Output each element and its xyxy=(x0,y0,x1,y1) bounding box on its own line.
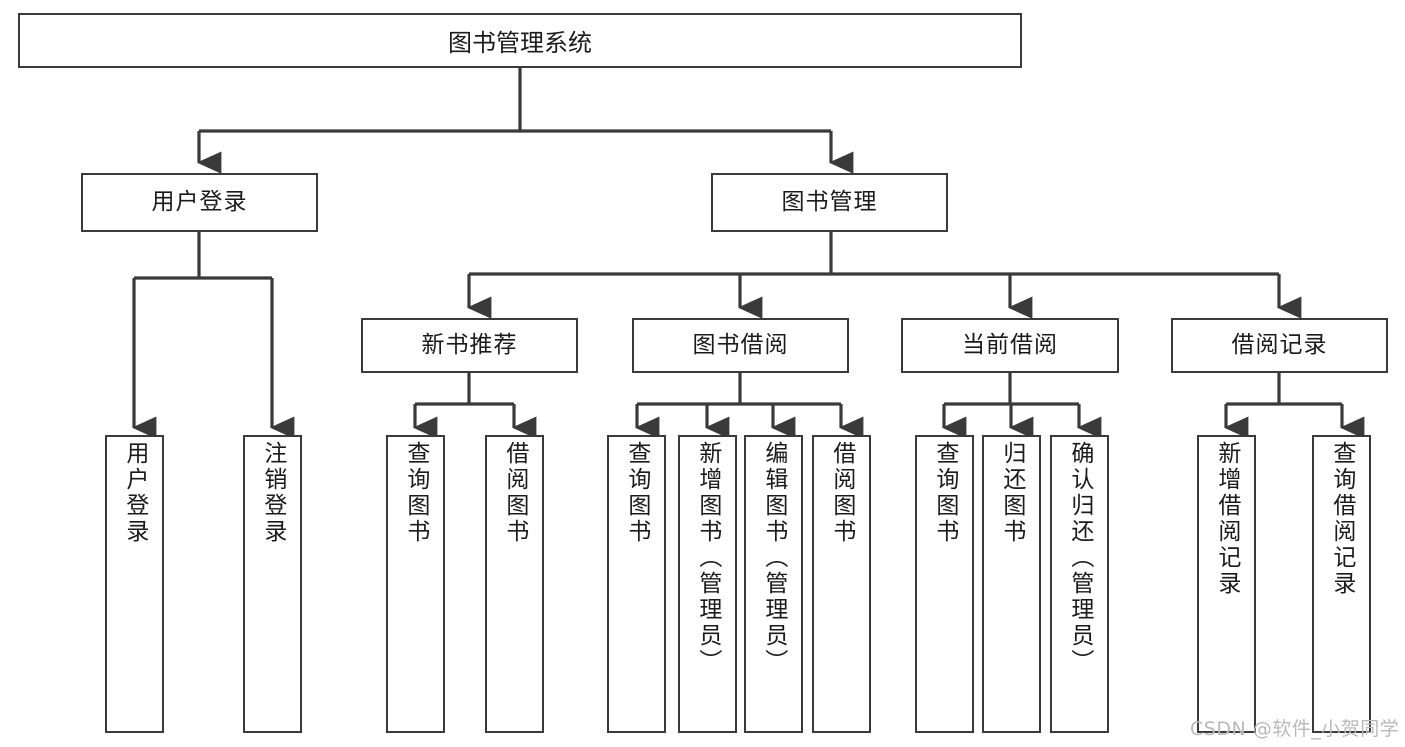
leaf-borrow-record-query-label: 查询借阅记录 xyxy=(1328,441,1355,597)
leaf-book-borrow-query-label: 查询图书 xyxy=(623,441,650,545)
leaf-new-book-borrow[interactable]: 借阅图书 xyxy=(485,435,544,733)
node-current-borrow-label: 当前借阅 xyxy=(962,332,1058,359)
csdn-watermark: CSDN @软件_小贺同学 xyxy=(1190,718,1400,740)
leaf-current-borrow-return[interactable]: 归还图书 xyxy=(982,435,1041,733)
node-user-login[interactable]: 用户登录 xyxy=(81,173,318,232)
leaf-user-login-logout-label: 注销登录 xyxy=(259,441,286,545)
leaf-new-book-query[interactable]: 查询图书 xyxy=(386,435,445,733)
node-root-system-label: 图书管理系统 xyxy=(448,29,592,57)
leaf-borrow-record-query[interactable]: 查询借阅记录 xyxy=(1312,435,1371,733)
leaf-current-borrow-return-label: 归还图书 xyxy=(998,441,1025,545)
leaf-user-login-login-label: 用户登录 xyxy=(121,441,148,545)
leaf-book-borrow-edit-label: 编辑图书（管理员） xyxy=(760,441,787,675)
leaf-user-login-login[interactable]: 用户登录 xyxy=(105,435,164,733)
leaf-book-borrow-borrow[interactable]: 借阅图书 xyxy=(812,435,871,733)
node-book-borrow[interactable]: 图书借阅 xyxy=(632,318,849,373)
node-book-management-label: 图书管理 xyxy=(781,189,878,216)
leaf-book-borrow-borrow-label: 借阅图书 xyxy=(828,441,855,545)
node-root-system[interactable]: 图书管理系统 xyxy=(18,13,1022,68)
node-new-book-recommend[interactable]: 新书推荐 xyxy=(361,318,578,373)
leaf-borrow-record-add[interactable]: 新增借阅记录 xyxy=(1197,435,1256,733)
node-new-book-recommend-label: 新书推荐 xyxy=(421,332,518,359)
leaf-current-borrow-confirm[interactable]: 确认归还（管理员） xyxy=(1050,435,1109,733)
leaf-book-borrow-query[interactable]: 查询图书 xyxy=(607,435,666,733)
leaf-current-borrow-query[interactable]: 查询图书 xyxy=(915,435,974,733)
leaf-current-borrow-confirm-label: 确认归还（管理员） xyxy=(1066,441,1093,675)
leaf-borrow-record-add-label: 新增借阅记录 xyxy=(1213,441,1240,597)
leaf-new-book-query-label: 查询图书 xyxy=(402,441,429,545)
node-current-borrow[interactable]: 当前借阅 xyxy=(901,318,1119,373)
leaf-user-login-logout[interactable]: 注销登录 xyxy=(243,435,302,733)
leaf-current-borrow-query-label: 查询图书 xyxy=(931,441,958,545)
leaf-book-borrow-add[interactable]: 新增图书（管理员） xyxy=(678,435,737,733)
leaf-new-book-borrow-label: 借阅图书 xyxy=(501,441,528,545)
leaf-book-borrow-edit[interactable]: 编辑图书（管理员） xyxy=(744,435,803,733)
node-user-login-label: 用户登录 xyxy=(151,189,248,216)
node-borrow-record[interactable]: 借阅记录 xyxy=(1171,318,1388,373)
node-book-management[interactable]: 图书管理 xyxy=(711,173,948,232)
leaf-book-borrow-add-label: 新增图书（管理员） xyxy=(694,441,721,675)
node-book-borrow-label: 图书借阅 xyxy=(692,332,789,359)
node-borrow-record-label: 借阅记录 xyxy=(1231,332,1328,359)
